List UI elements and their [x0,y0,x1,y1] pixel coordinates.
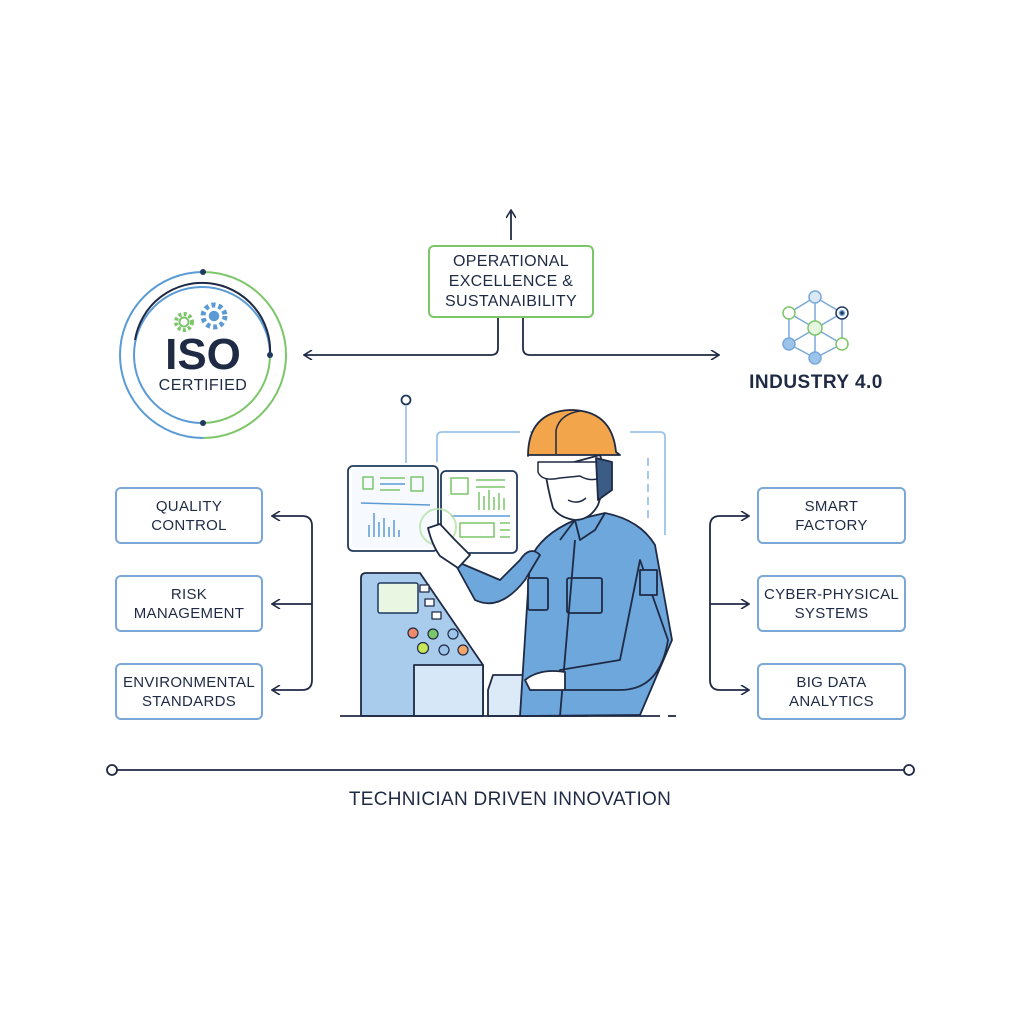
operational-excellence-box: OPERATIONAL EXCELLENCE & SUSTANAIBILITY [428,245,594,318]
left-item-environmental-standards: ENVIRONMENTAL STANDARDS [115,663,263,720]
technician-illustration [340,394,676,717]
arrow-to-industry [522,318,718,355]
network-icon [782,290,849,365]
right-item-cyber-physical-systems: CYBER-PHYSICAL SYSTEMS [757,575,906,632]
timeline [106,764,915,776]
arrow-to-iso [305,318,499,355]
right-item-big-data-analytics: BIG DATA ANALYTICS [757,663,906,720]
gears-icon [174,302,228,332]
iso-badge-rings [119,269,287,439]
right-item-smart-factory: SMART FACTORY [757,487,906,544]
iso-title: ISO [165,330,241,379]
hard-hat [527,409,621,457]
iso-subtitle: CERTIFIED [158,377,248,394]
right-bracket [709,516,748,690]
industry-label: INDUSTRY 4.0 [749,372,883,393]
left-item-risk-management: RISK MANAGEMENT [115,575,263,632]
left-bracket [273,516,313,690]
left-item-quality-control: QUALITY CONTROL [115,487,263,544]
caption: TECHNICIAN DRIVEN INNOVATION [348,789,672,810]
